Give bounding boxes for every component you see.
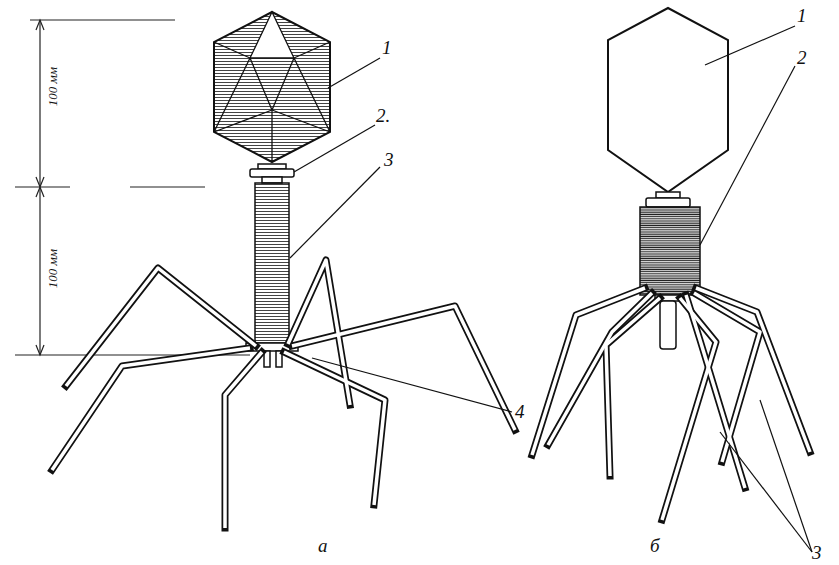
callout-number: 2. [376, 106, 390, 125]
tail-fiber-core [284, 352, 385, 505]
tail-fiber-core [662, 298, 716, 520]
callout-number: 1 [797, 6, 807, 25]
tail-fiber [284, 352, 385, 505]
tail-fiber [662, 298, 716, 520]
figure-label: a [318, 536, 328, 555]
tail-fiber [66, 268, 256, 386]
tail-fiber-core [548, 293, 652, 445]
tail-fiber-core [66, 268, 256, 386]
dimension-label: 100 мм [46, 249, 59, 288]
dimension-label: 100 мм [46, 67, 59, 106]
tail-fiber-core [686, 295, 745, 488]
tail-fiber-core [292, 306, 515, 430]
callout-number: 4 [515, 402, 525, 421]
tail-fiber-core [696, 288, 810, 452]
callout-number: 1 [382, 38, 392, 57]
callout-number: 3 [384, 150, 394, 169]
figure-label: б [650, 536, 660, 555]
tail-fiber [225, 352, 262, 528]
tail-fiber-core [606, 298, 660, 476]
callout-number: 3 [812, 543, 822, 562]
tail-fiber [606, 298, 660, 476]
leader-lines [290, 26, 812, 552]
tail-fiber-core [52, 348, 250, 470]
tail-fiber-core [225, 352, 262, 528]
tail-fiber [686, 295, 745, 488]
phage-b-head [608, 8, 728, 192]
phage-b-tail-fibers [532, 288, 810, 520]
tail-fiber [696, 288, 810, 452]
phage-a-tail-fibers [52, 260, 515, 528]
phage-b-tail [640, 192, 700, 349]
callout-number: 2 [797, 48, 807, 67]
phage-a-head [214, 12, 330, 162]
tail-fiber-core [694, 293, 760, 462]
